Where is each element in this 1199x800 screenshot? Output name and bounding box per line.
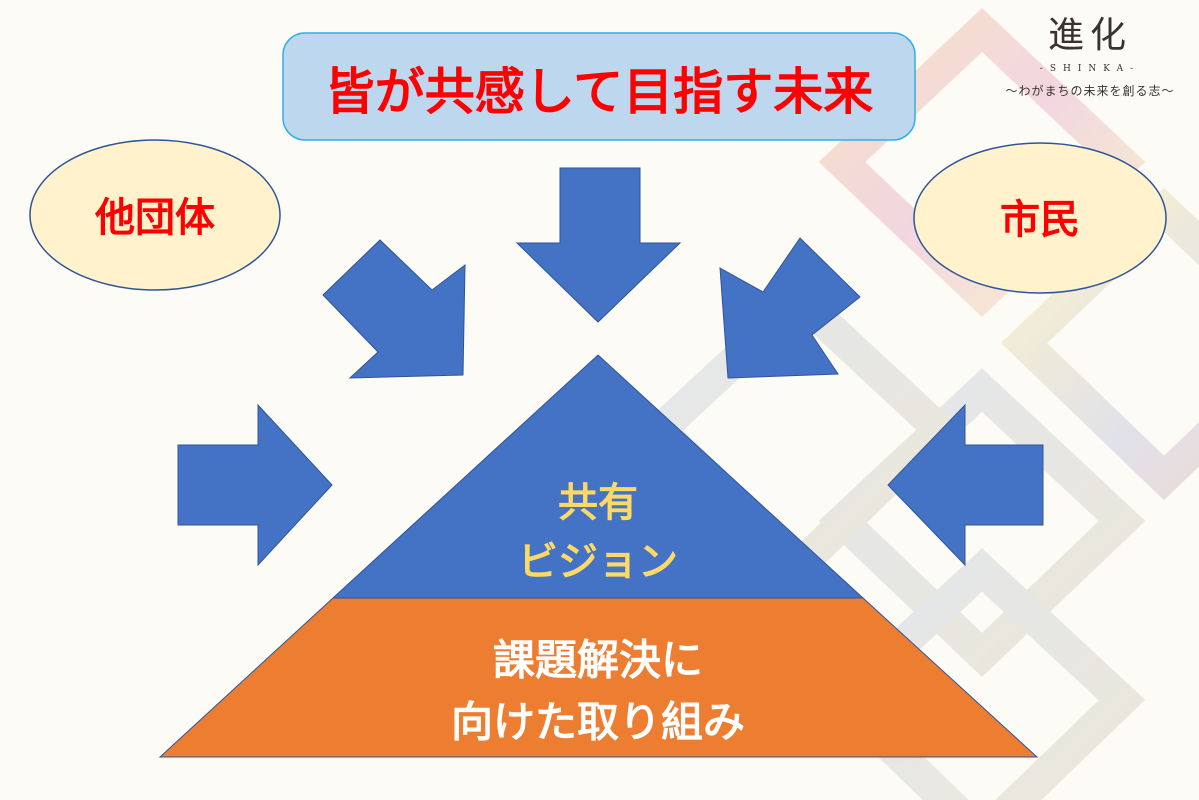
vision-line2: ビジョン — [518, 539, 678, 585]
pyramid-base-actions — [158, 597, 1039, 758]
left-party-label: 他団体 — [94, 195, 215, 241]
right-pointing-arrow — [177, 403, 333, 567]
logo-tagline: 〜わがまちの未来を創る志〜 — [1005, 84, 1175, 98]
actions-line2: 向けた取り組み — [451, 698, 745, 747]
down-arrow — [515, 167, 682, 323]
diagonal-arrow-left — [322, 239, 466, 379]
right-party-ellipse: 市民 — [913, 142, 1167, 294]
actions-line1: 課題解決に — [493, 636, 703, 685]
shinka-logo: 進化 -SHINKA- 〜わがまちの未来を創る志〜 — [990, 14, 1190, 99]
diagonal-arrow-right — [719, 237, 861, 379]
logo-romaji: -SHINKA- — [1039, 64, 1141, 74]
left-party-ellipse: 他団体 — [29, 139, 281, 291]
pyramid: 共有 ビジョン 課題解決に 向けた取り組み — [158, 354, 1039, 758]
goal-box: 皆が共感して目指す未来 — [282, 32, 916, 141]
goal-text: 皆が共感して目指す未来 — [325, 63, 874, 121]
left-pointing-arrow — [887, 403, 1044, 567]
right-party-label: 市民 — [1000, 197, 1080, 243]
vision-line1: 共有 — [558, 480, 638, 526]
logo-kanji: 進化 — [1047, 15, 1132, 56]
